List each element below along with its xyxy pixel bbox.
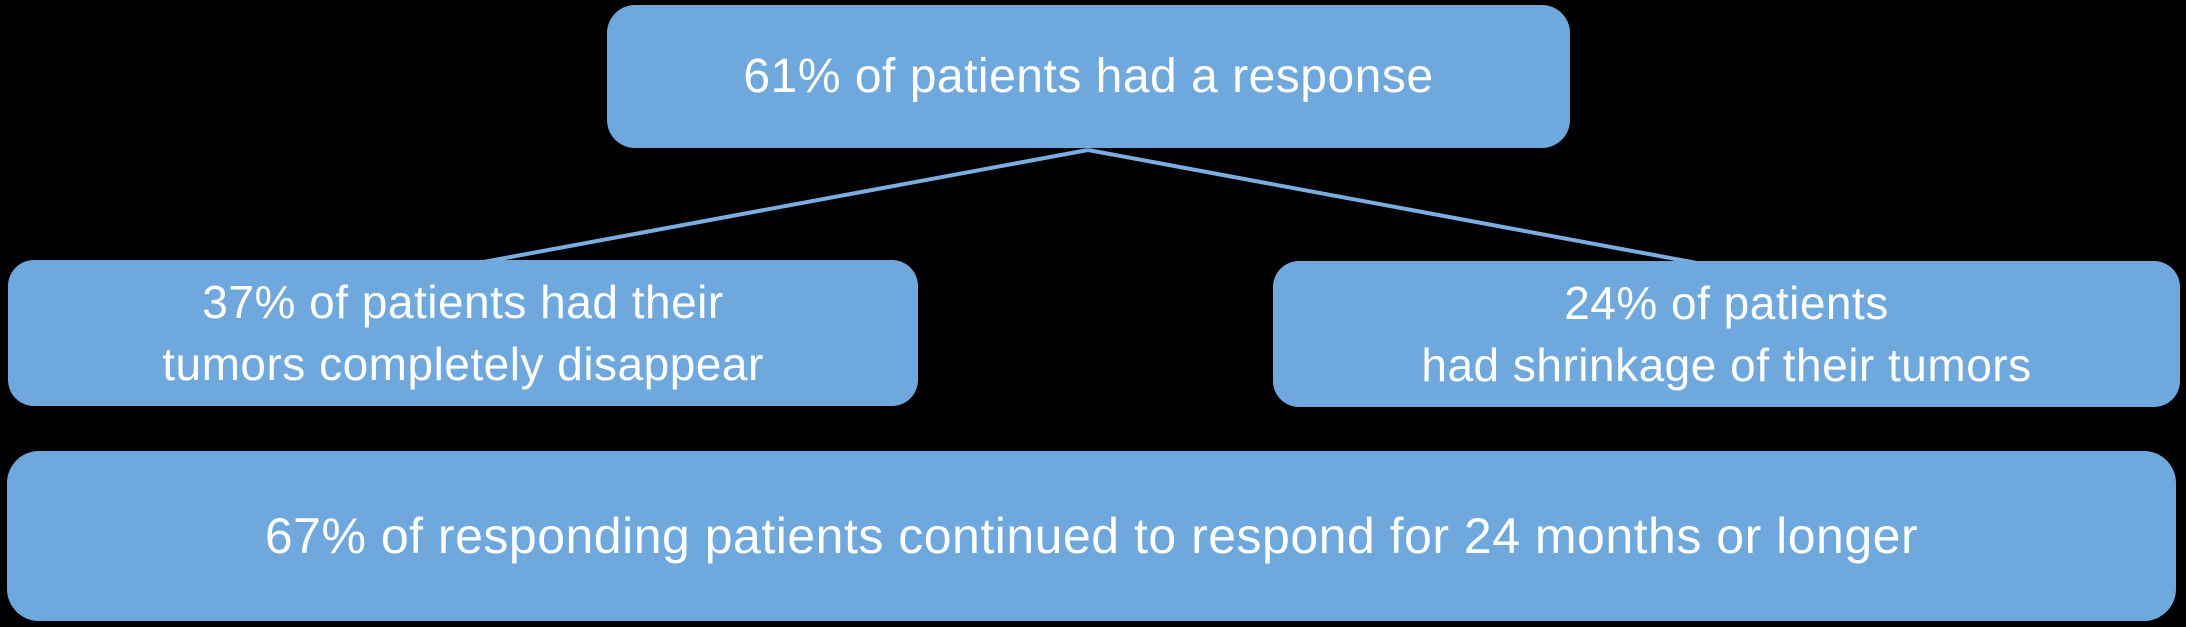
node-complete-disappearance-line2: tumors completely disappear (162, 338, 764, 390)
connector-line-right (1087, 148, 1698, 265)
node-tumor-shrinkage-line1: 24% of patients (1564, 277, 1889, 329)
node-overall-response: 61% of patients had a response (607, 5, 1570, 148)
connector-line-left (477, 148, 1089, 265)
node-overall-response-label: 61% of patients had a response (743, 50, 1434, 103)
node-tumor-shrinkage-line2: had shrinkage of their tumors (1421, 339, 2032, 391)
node-tumor-shrinkage: 24% of patients had shrinkage of their t… (1273, 261, 2180, 407)
node-complete-disappearance: 37% of patients had their tumors complet… (8, 260, 918, 406)
node-response-duration-label: 67% of responding patients continued to … (264, 508, 1919, 564)
node-response-duration: 67% of responding patients continued to … (7, 451, 2176, 621)
node-complete-disappearance-line1: 37% of patients had their (202, 276, 724, 328)
